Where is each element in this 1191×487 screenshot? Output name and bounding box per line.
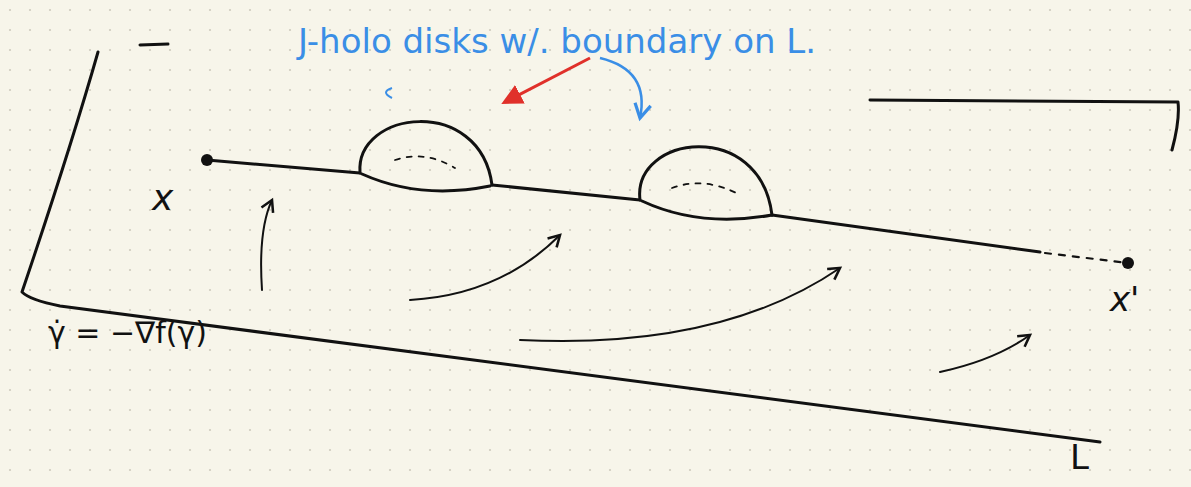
holomorphic-disk [640, 147, 772, 215]
flow-segment [492, 185, 640, 200]
point-label: x [152, 180, 173, 216]
pointer-arrow [505, 58, 590, 102]
flow-continuation [1045, 253, 1128, 263]
flow-arrow [520, 268, 840, 341]
disk-boundary [642, 201, 772, 219]
pointer-arrow [600, 58, 642, 118]
flow-arrow [410, 235, 560, 300]
sheet-edge [140, 44, 168, 45]
disk-back-arc [672, 183, 740, 195]
sheet-label: L [1070, 440, 1089, 474]
annotation-text: J-holo disks w/. boundary on L. [298, 24, 816, 58]
flow-segment [207, 160, 360, 173]
holomorphic-disk [360, 122, 492, 185]
flow-equation: γ̇ = −∇f(γ) [48, 318, 207, 348]
flow-arrow [261, 200, 272, 290]
point-label: x' [1110, 282, 1139, 316]
lagrangian-sheet [22, 52, 1100, 442]
disk-boundary [362, 174, 490, 191]
end-point [1122, 257, 1134, 269]
flow-segment [772, 215, 1040, 252]
flow-arrow [940, 335, 1030, 372]
pointer-mark [386, 88, 392, 98]
sheet-edge [870, 100, 1178, 150]
disk-back-arc [395, 156, 455, 168]
start-point [201, 154, 213, 166]
